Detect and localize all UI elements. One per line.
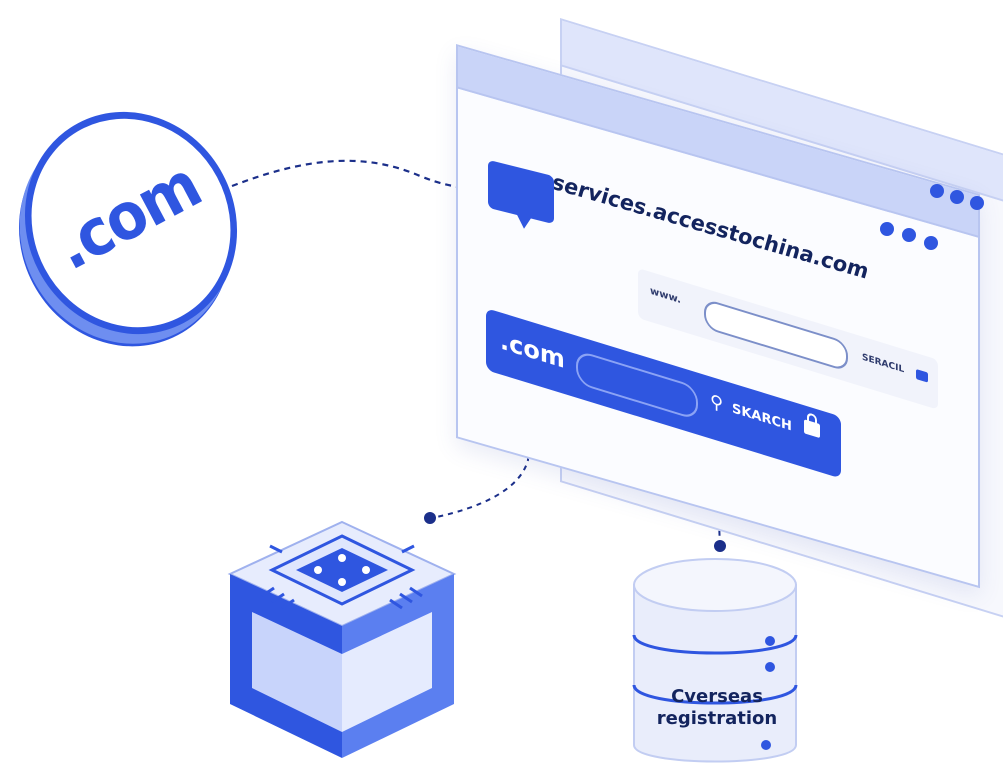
chip-dot — [338, 554, 346, 562]
www-prefix: www. — [650, 285, 681, 307]
window-dot — [880, 222, 894, 236]
domain-badge-text: .com — [43, 148, 213, 286]
server-chip-icon — [227, 520, 457, 758]
chip-pins — [261, 544, 423, 610]
chip-dot — [314, 566, 322, 574]
window-dot — [924, 236, 938, 250]
search-icon: ⚲ — [710, 390, 724, 416]
db-body — [633, 584, 797, 763]
secondary-search-button[interactable]: SERACIL — [862, 352, 905, 376]
db-top — [633, 558, 797, 612]
window-dot — [930, 184, 944, 198]
window-dot — [970, 196, 984, 210]
chip-core — [296, 548, 388, 592]
badge-connector — [231, 159, 477, 190]
window-dot — [950, 190, 964, 204]
lock-icon — [804, 419, 820, 439]
db-indicator — [765, 636, 775, 646]
db-indicator — [761, 740, 771, 750]
search-button[interactable]: SKARCH — [732, 401, 792, 435]
database-label: Cverseas registration — [652, 686, 782, 730]
tld-label: .com — [500, 326, 565, 375]
bubble-down-line — [431, 226, 529, 519]
block-inner-left — [252, 612, 342, 732]
chip-dot — [338, 578, 346, 586]
window-dot — [902, 228, 916, 242]
database-label-line-2: registration — [656, 708, 778, 729]
block-inner-right — [342, 612, 432, 732]
connector-node — [424, 512, 436, 524]
db-indicator — [765, 662, 775, 672]
chip-dot — [362, 566, 370, 574]
db-ring — [632, 634, 798, 655]
lock-icon — [916, 368, 928, 383]
database-icon — [632, 558, 798, 763]
database-label-line-1: Cverseas — [671, 686, 763, 707]
connector-node — [714, 540, 726, 552]
db-ring — [632, 684, 798, 705]
